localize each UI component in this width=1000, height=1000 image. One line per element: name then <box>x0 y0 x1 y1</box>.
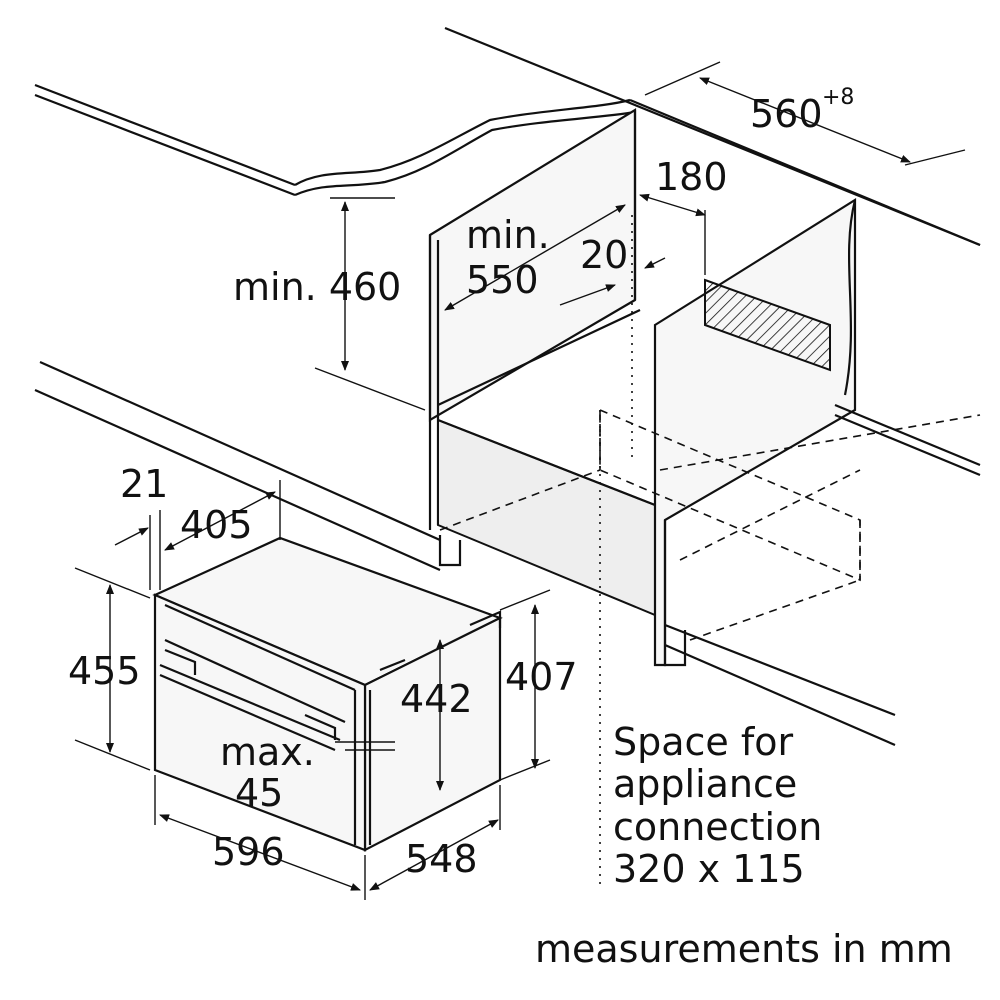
dim-21: 21 <box>120 462 168 506</box>
dim-min-label: min. <box>466 213 550 257</box>
cabinet-right-panel <box>653 198 981 667</box>
dim-550: 550 <box>466 258 539 302</box>
space-note-line1: Space for <box>613 720 794 764</box>
floor-lines <box>34 360 896 747</box>
dimension-lines <box>74 61 966 900</box>
appliance-outline-dashed <box>439 215 981 890</box>
dim-560-tolerance: +8 <box>822 85 854 110</box>
space-note-line3: connection <box>613 805 822 849</box>
oven <box>152 536 503 852</box>
dim-max-label: max. <box>220 730 315 774</box>
dim-min-460: min. 460 <box>233 265 401 309</box>
dim-455: 455 <box>68 649 141 693</box>
dim-442: 442 <box>400 677 473 721</box>
cabinet-left-panel <box>428 108 656 617</box>
dim-20: 20 <box>580 233 628 277</box>
dim-548: 548 <box>405 837 478 881</box>
dim-180: 180 <box>655 155 728 199</box>
space-note-line2: appliance <box>613 762 797 806</box>
dim-407: 407 <box>505 655 578 699</box>
dim-560: 560 <box>750 92 823 136</box>
dim-45: 45 <box>235 771 283 815</box>
space-note-line4: 320 x 115 <box>613 847 805 891</box>
units-note: measurements in mm <box>535 927 953 971</box>
vent-opening <box>704 278 831 372</box>
dim-596: 596 <box>212 830 285 874</box>
dim-405: 405 <box>180 503 253 547</box>
